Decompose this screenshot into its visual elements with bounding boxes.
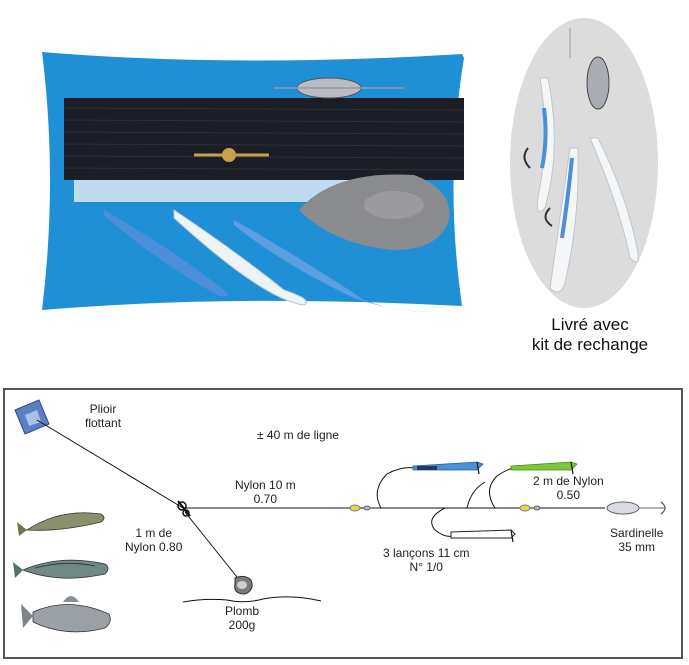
sand-eel-fish-icon (17, 512, 105, 536)
lancon-blue-lure-icon (412, 461, 484, 475)
fishing-kit-spool-image (42, 52, 464, 312)
main-nylon-label: Nylon 10 m 0.70 (235, 478, 296, 506)
total-line-label: ± 40 m de ligne (257, 428, 339, 442)
plioir-icon (14, 399, 50, 435)
plomb-label-line-2: 200g (228, 618, 256, 632)
plomb-nylon-label: 1 m de Nylon 0.80 (125, 526, 182, 554)
spare-kit-caption: Livré avec kit de rechange (510, 315, 670, 355)
plioir-label: Plioir flottant (85, 402, 121, 430)
lancon-green-lure-icon (510, 461, 578, 475)
swivel-icon (177, 500, 191, 517)
plomb-nylon-label-line-1: 1 m de (135, 526, 173, 540)
rig-diagram-drawing (13, 399, 666, 633)
end-nylon-label: 2 m de Nylon 0.50 (533, 474, 604, 502)
sardinelle-spoon-icon (606, 501, 666, 515)
plomb-nylon-label-line-2: Nylon 0.80 (125, 540, 183, 554)
rig-diagram: Plioir flottant ± 40 m de ligne Nylon 10… (3, 388, 683, 659)
bass-fish-icon (21, 596, 111, 633)
end-nylon-label-line-1: 2 m de Nylon (533, 474, 604, 488)
sardinelle-label-line-2: 35 mm (618, 540, 656, 554)
plomb-icon (234, 575, 253, 595)
caption-line-2: kit de rechange (531, 335, 649, 354)
spare-kit-image (510, 18, 658, 308)
lancon-white-lure-icon (450, 529, 516, 543)
plomb-label-line-1: Plomb (225, 604, 260, 618)
caption-line-1: Livré avec (551, 315, 629, 334)
plioir-label-line-2: flottant (85, 416, 122, 430)
product-photo-area: Livré avec kit de rechange (42, 18, 670, 355)
lancons-label-line-1: 3 lançons 11 cm (383, 546, 470, 560)
plomb-label: Plomb 200g (225, 604, 259, 632)
main-nylon-label-line-2: 0.70 (253, 492, 278, 506)
end-nylon-label-line-2: 0.50 (556, 488, 581, 502)
spare-lures-illustration (510, 18, 658, 308)
mackerel-fish-icon (13, 559, 109, 579)
main-nylon-label-line-1: Nylon 10 m (235, 478, 296, 492)
sardinelle-label-line-1: Sardinelle (610, 526, 664, 540)
lancons-label-line-2: N° 1/0 (409, 560, 443, 574)
plioir-label-line-1: Plioir (89, 402, 117, 416)
lancons-label: 3 lançons 11 cm N° 1/0 (383, 546, 470, 574)
sardinelle-label: Sardinelle 35 mm (610, 526, 663, 554)
